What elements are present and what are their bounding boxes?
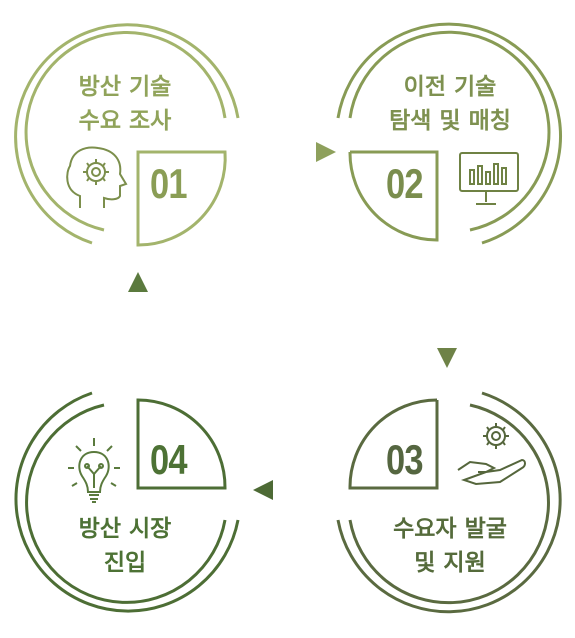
step-04-number: 04 <box>150 436 187 483</box>
step-04-label: 방산 시장 진입 <box>78 516 172 576</box>
head-gear-icon <box>66 146 128 208</box>
step-01-number: 01 <box>150 160 187 207</box>
step-01-label: 방산 기술 수요 조사 <box>78 74 172 134</box>
step-02-number: 02 <box>386 160 423 207</box>
hand-gear-icon <box>457 423 526 486</box>
arrow-head-up <box>128 272 148 292</box>
arrow-head-right <box>316 142 336 162</box>
outer-ring <box>14 22 563 614</box>
step-03-label: 수요자 발굴 및 지원 <box>393 516 507 576</box>
arrow-head-left <box>253 480 273 500</box>
step-03-number: 03 <box>386 436 423 483</box>
inner-arcs <box>136 150 439 490</box>
monitor-chart-icon <box>459 152 519 205</box>
lightbulb-icon <box>68 438 120 503</box>
flow-arrows <box>128 142 457 500</box>
arrow-head-down <box>437 348 457 368</box>
step-02-label: 이전 기술 탐색 및 매칭 <box>389 74 511 134</box>
